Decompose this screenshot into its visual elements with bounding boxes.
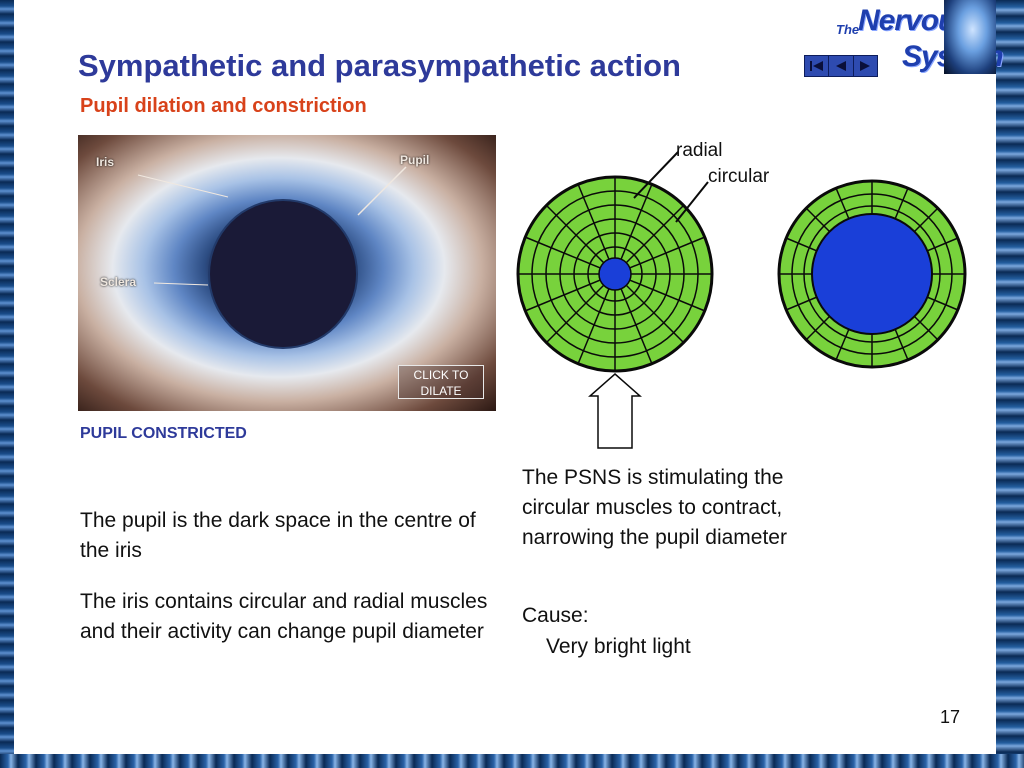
pupil-label: Pupil <box>400 153 430 167</box>
small-pupil <box>598 257 632 291</box>
left-border-frame <box>0 0 14 768</box>
dilated-iris-diagram <box>777 179 967 369</box>
slide-canvas: Sympathetic and parasympathetic action P… <box>14 0 1004 754</box>
iris-label: Iris <box>96 155 115 169</box>
constricted-iris-diagram <box>516 175 714 373</box>
circular-pointer <box>675 181 709 223</box>
slide-navigation <box>804 55 878 77</box>
circular-label: circular <box>708 166 770 187</box>
photo-pointer-lines <box>137 166 407 286</box>
radial-pointer <box>633 151 679 199</box>
eye-photo: Iris Pupil Sclera CLICK TO DILATE <box>78 135 496 411</box>
pupil-definition-text: The pupil is the dark space in the centr… <box>80 509 476 562</box>
logo-the-text: The <box>836 22 860 37</box>
iris-muscles-text: The iris contains circular and radial mu… <box>80 590 488 643</box>
radial-label: radial <box>676 140 723 161</box>
slide-title: Sympathetic and parasympathetic action <box>78 48 681 83</box>
photo-caption: PUPIL CONSTRICTED <box>80 425 247 442</box>
up-arrow-icon <box>588 373 642 449</box>
sclera-label: Sclera <box>100 275 137 289</box>
click-to-dilate-button[interactable]: CLICK TO DILATE <box>398 365 484 399</box>
skip-back-icon <box>809 61 823 71</box>
arrow-right-icon <box>860 61 871 71</box>
right-border-frame <box>996 0 1024 768</box>
slide-subtitle: Pupil dilation and constriction <box>80 95 367 117</box>
click-button-line2: DILATE <box>420 384 462 398</box>
constricted-pupil <box>210 201 356 347</box>
first-slide-button[interactable] <box>805 56 830 76</box>
psns-explanation-text: The PSNS is stimulating the circular mus… <box>522 466 787 549</box>
cause-value: Very bright light <box>546 635 691 658</box>
iris-muscle-diagram <box>516 151 967 449</box>
cause-label: Cause: <box>522 604 589 627</box>
bottom-border-frame <box>0 754 1024 768</box>
large-pupil <box>811 213 933 335</box>
next-slide-button[interactable] <box>854 56 877 76</box>
previous-slide-button[interactable] <box>829 56 854 76</box>
brain-icon <box>944 0 996 74</box>
nervous-system-logo: The Nervous System <box>788 0 1004 78</box>
page-number: 17 <box>940 707 961 727</box>
arrow-left-icon <box>835 61 846 71</box>
click-button-line1: CLICK TO <box>413 368 469 382</box>
